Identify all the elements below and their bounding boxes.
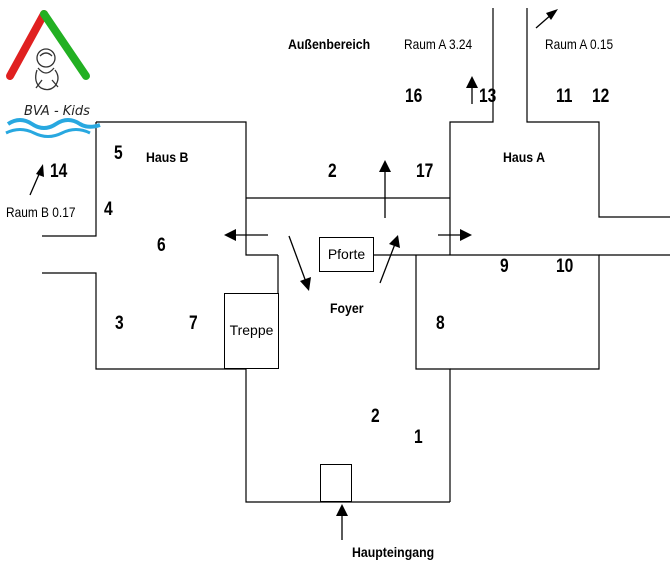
room-number-2-top: 2 — [328, 161, 337, 182]
haus-b-wall-left — [42, 122, 97, 237]
room-number-1: 1 — [414, 427, 423, 448]
label-raum-a-324: Raum A 3.24 — [404, 36, 473, 52]
room-number-9: 9 — [500, 256, 509, 277]
room-number-5: 5 — [114, 143, 123, 164]
label-foyer: Foyer — [330, 300, 364, 316]
haus-a-wall-bottom — [416, 254, 600, 370]
label-haus-a: Haus A — [503, 149, 545, 165]
room-number-11: 11 — [556, 86, 573, 107]
room-number-8: 8 — [436, 313, 445, 334]
logo-roof-red — [6, 10, 48, 80]
arrow-haupteingang-head — [336, 504, 348, 516]
room-number-10: 10 — [556, 256, 574, 277]
arrow-diag-down-line — [288, 235, 307, 283]
logo-graphic — [5, 10, 101, 138]
logo-roof-green — [40, 10, 90, 80]
label-aussenbereich: Außenbereich — [288, 36, 371, 52]
arrow-raum-b-017-head — [36, 164, 44, 177]
room-number-16: 16 — [405, 86, 423, 107]
room-number-7: 7 — [189, 313, 198, 334]
arrow-raum-a-015-head — [546, 9, 558, 20]
room-number-14: 14 — [50, 161, 68, 182]
arrow-diag-up-line — [379, 243, 396, 284]
room-number-12: 12 — [592, 86, 610, 107]
arrow-13-head — [466, 76, 478, 88]
room-number-17: 17 — [416, 161, 434, 182]
arrow-left-head — [224, 229, 236, 241]
room-number-3: 3 — [115, 313, 124, 334]
logo-child-figure — [35, 48, 59, 91]
room-number-13: 13 — [479, 86, 497, 107]
arrow-diag-down-head — [300, 277, 311, 291]
treppe-label: Treppe — [229, 322, 274, 338]
logo-water — [5, 118, 101, 138]
label-raum-a-015: Raum A 0.15 — [545, 36, 614, 52]
room-number-2-bottom: 2 — [371, 406, 380, 427]
haus-a-wall-right — [526, 8, 670, 218]
haus-b-wall-top — [96, 121, 278, 256]
arrow-diag-up-head — [389, 235, 400, 248]
arrow-up-corridor-head — [379, 160, 391, 172]
haupteingang-door — [320, 464, 352, 502]
room-number-4: 4 — [104, 199, 113, 220]
pforte-box: Pforte — [319, 237, 374, 272]
room-number-6: 6 — [157, 235, 166, 256]
logo-text: BVA - Kids — [24, 104, 90, 119]
label-raum-b-017: Raum B 0.17 — [6, 204, 76, 220]
label-haupteingang: Haupteingang — [352, 544, 435, 560]
pforte-label: Pforte — [327, 246, 366, 262]
bva-kids-logo: BVA - Kids — [4, 6, 104, 141]
arrow-raum-b-017-line — [29, 171, 41, 196]
haus-a-wall-top — [449, 8, 494, 255]
foyer-wall-right — [415, 255, 451, 502]
label-haus-b: Haus B — [146, 149, 189, 165]
arrow-right-head — [460, 229, 472, 241]
treppe-box: Treppe — [224, 293, 279, 369]
haus-b-wall-bottom — [42, 272, 450, 503]
